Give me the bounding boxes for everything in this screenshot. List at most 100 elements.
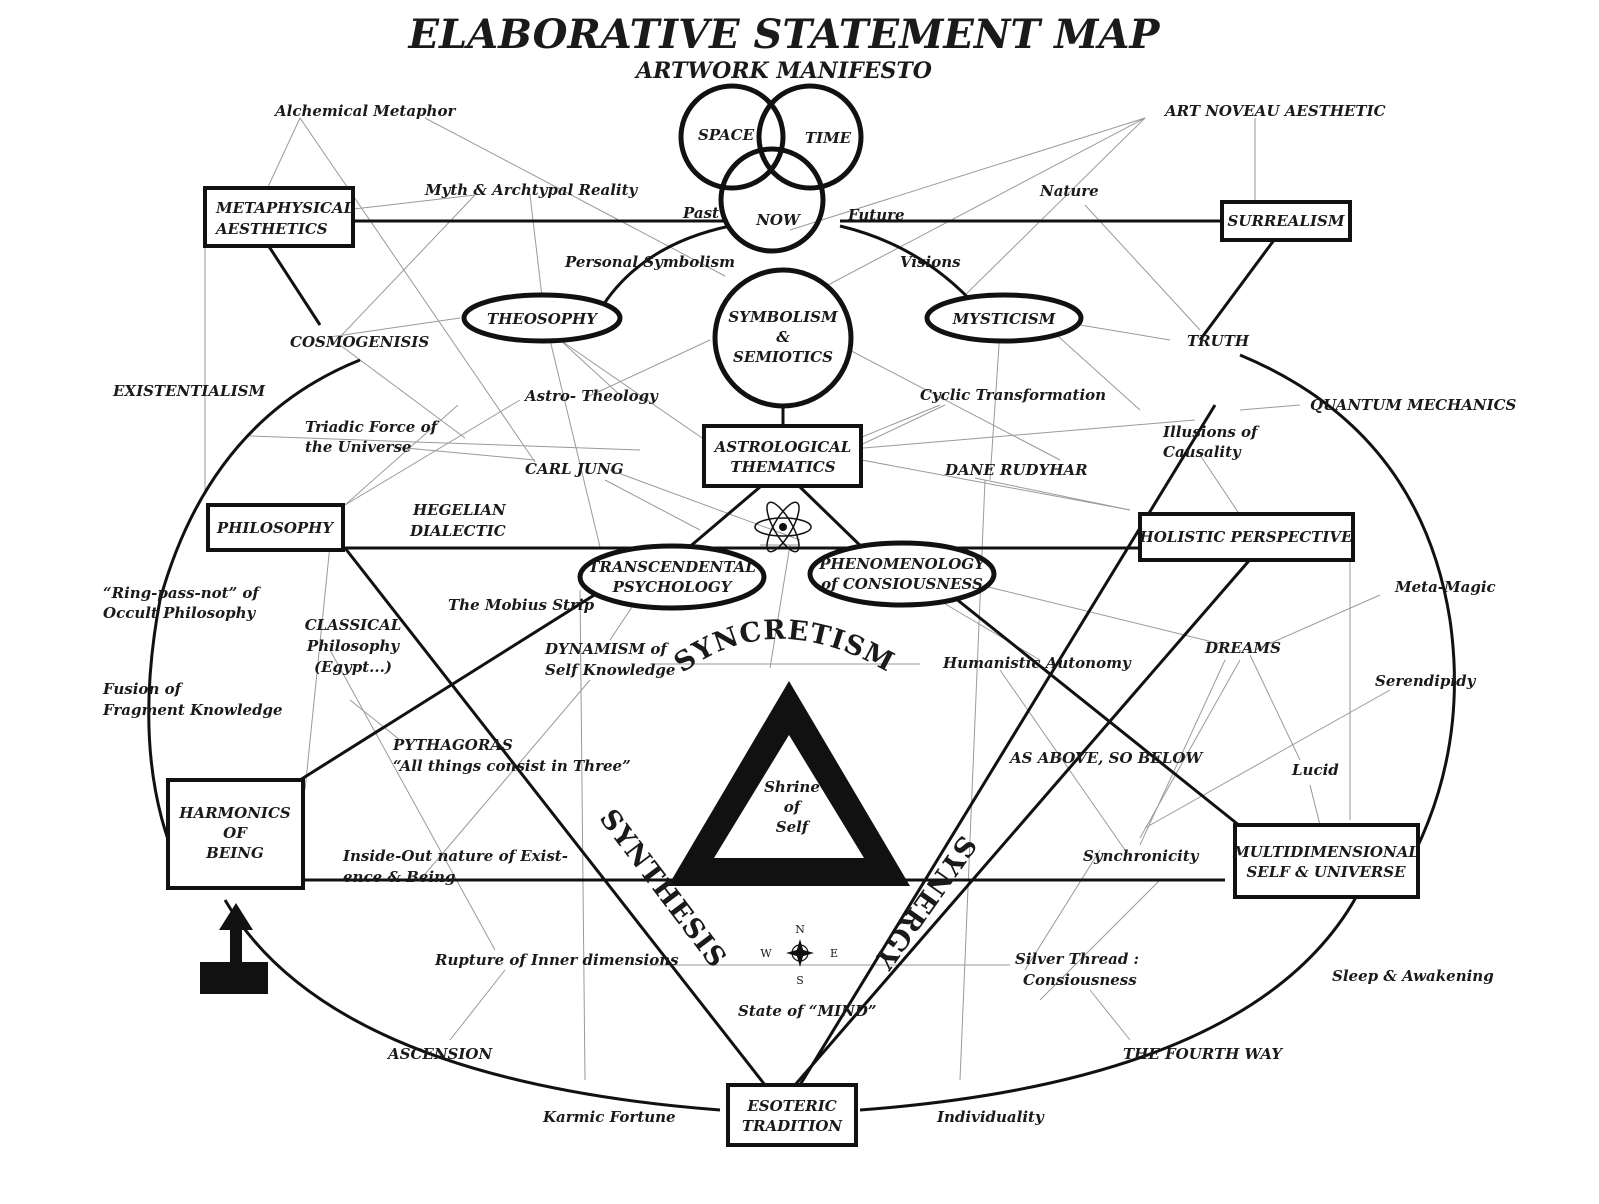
label-humanistic: Humanistic Autonomy xyxy=(942,654,1132,672)
symbolism-line2: & xyxy=(776,328,790,346)
compass-w: W xyxy=(760,947,772,960)
label-past: Past xyxy=(682,204,719,222)
box-harmonics-line2: OF xyxy=(223,824,248,842)
phenomenology-line2: of CONSIOUSNESS xyxy=(821,575,983,593)
box-surrealism: SURREALISM xyxy=(1220,200,1352,242)
theosophy-label: THEOSOPHY xyxy=(487,310,598,328)
time-circle xyxy=(756,83,864,191)
label-classical-line3: (Egypt...) xyxy=(314,658,392,676)
box-esoteric-tradition: ESOTERIC TRADITION xyxy=(726,1083,858,1147)
page-subtitle: ARTWORK MANIFESTO xyxy=(634,58,932,84)
box-surrealism-label: SURREALISM xyxy=(1228,212,1345,230)
box-metaphysical-line2: AESTHETICS xyxy=(214,220,328,238)
syncretism-arc-word: SYNCRETISM xyxy=(669,615,900,679)
box-esoteric-line2: TRADITION xyxy=(742,1117,844,1135)
box-multidimensional-line1: MULTIDIMENSIONAL xyxy=(1232,843,1419,861)
mysticism-label: MYSTICISM xyxy=(952,310,1056,328)
label-as-above: AS ABOVE, SO BELOW xyxy=(1008,749,1204,767)
label-astro-theology: Astro- Theology xyxy=(523,387,659,405)
up-arrow-pedestal-icon xyxy=(200,903,268,994)
box-astrological-thematics: ASTROLOGICAL THEMATICS xyxy=(702,424,863,488)
primary-connections xyxy=(266,219,1282,1086)
label-triadic-line2: the Universe xyxy=(305,438,411,456)
triangle-shrine: Shrine of Self xyxy=(668,681,910,886)
label-alchemical: Alchemical Metaphor xyxy=(273,102,456,120)
connector-lines xyxy=(204,117,1391,1081)
label-illusions-line1: Illusions of xyxy=(1162,423,1260,441)
label-cyclic: Cyclic Transformation xyxy=(920,386,1106,404)
label-lucid: Lucid xyxy=(1291,761,1339,779)
page-title: ELABORATIVE STATEMENT MAP xyxy=(407,11,1161,58)
label-individuality: Individuality xyxy=(936,1108,1045,1126)
symbolism-line3: SEMIOTICS xyxy=(733,348,833,366)
box-multidimensional: MULTIDIMENSIONAL SELF & UNIVERSE xyxy=(1232,823,1420,899)
label-carl-jung: CARL JUNG xyxy=(525,460,624,478)
label-hegelian-line1: HEGELIAN xyxy=(412,501,507,519)
label-silver-thread-line2: Consiousness xyxy=(1023,971,1137,989)
label-illusions-line2: Causality xyxy=(1163,443,1242,461)
box-harmonics-line1: HARMONICS xyxy=(178,804,291,822)
compass-rose-icon: N S E W xyxy=(760,923,838,987)
transcendental-line1: TRANSCENDENTAL xyxy=(588,558,756,576)
ellipse-theosophy: THEOSOPHY xyxy=(461,292,623,344)
label-hegelian-line2: DIALECTIC xyxy=(409,522,506,540)
shrine-line1: Shrine xyxy=(764,778,820,796)
label-quantum: QUANTUM MECHANICS xyxy=(1310,396,1517,414)
box-astrological-line1: ASTROLOGICAL xyxy=(713,438,852,456)
concept-labels: Alchemical Metaphor Myth & Archtypal Rea… xyxy=(102,102,1517,1126)
label-synchronicity: Synchronicity xyxy=(1083,847,1200,865)
label-mobius: The Mobius Strip xyxy=(448,596,595,614)
label-karmic: Karmic Fortune xyxy=(542,1108,676,1126)
compass-e: E xyxy=(830,947,838,960)
venn-time-label: TIME xyxy=(805,129,852,147)
label-personal-symbolism: Personal Symbolism xyxy=(564,253,735,271)
label-cosmogenisis: COSMOGENISIS xyxy=(290,333,429,351)
label-silver-thread-line1: Silver Thread : xyxy=(1015,950,1139,968)
space-time-now-venn: SPACE TIME NOW xyxy=(678,83,864,254)
label-visions: Visions xyxy=(900,253,961,271)
box-philosophy: PHILOSOPHY xyxy=(206,503,345,552)
phenomenology-line1: PHENOMENOLOGY xyxy=(818,555,986,573)
box-multidimensional-line2: SELF & UNIVERSE xyxy=(1246,863,1406,881)
box-astrological-line2: THEMATICS xyxy=(730,458,835,476)
label-classical-line2: Philosophy xyxy=(306,637,400,655)
label-rupture: Rupture of Inner dimensions xyxy=(434,951,679,969)
label-meta-magic: Meta-Magic xyxy=(1394,578,1496,596)
label-pythagoras-line1: PYTHAGORAS xyxy=(392,736,513,754)
compass-s: S xyxy=(796,974,804,987)
label-pythagoras-line2: “All things consist in Three” xyxy=(393,757,631,775)
label-sleep: Sleep & Awakening xyxy=(1332,967,1494,985)
symbolism-line1: SYMBOLISM xyxy=(728,308,838,326)
label-fourth-way: THE FOURTH WAY xyxy=(1123,1045,1283,1063)
label-dreams: DREAMS xyxy=(1204,639,1281,657)
transcendental-line2: PSYCHOLOGY xyxy=(612,578,733,596)
label-dynamism-line2: Self Knowledge xyxy=(545,661,675,679)
outer-orbit xyxy=(147,353,1456,1112)
label-fusion-line1: Fusion of xyxy=(102,680,184,698)
box-harmonics-line3: BEING xyxy=(205,844,264,862)
shrine-line3: Self xyxy=(776,818,811,836)
venn-space-label: SPACE xyxy=(698,126,755,144)
ellipse-mysticism: MYSTICISM xyxy=(924,292,1084,344)
atom-icon xyxy=(754,501,812,553)
box-metaphysical-line1: METAPHYSICAL xyxy=(215,199,354,217)
label-ring-pass-line2: Occult Philosophy xyxy=(103,604,257,622)
label-triadic-line1: Triadic Force of xyxy=(305,418,440,436)
label-ascension: ASCENSION xyxy=(386,1045,493,1063)
label-serendipidy: Serendipidy xyxy=(1375,672,1477,690)
label-inside-out-line1: Inside-Out nature of Exist- xyxy=(342,847,568,865)
space-circle xyxy=(678,83,786,191)
box-metaphysical-aesthetics: METAPHYSICAL AESTHETICS xyxy=(203,186,355,248)
compass-n: N xyxy=(795,923,805,936)
box-holistic-label: HOLISTIC PERSPECTIVE xyxy=(1139,528,1353,546)
ellipse-phenomenology: PHENOMENOLOGY of CONSIOUSNESS xyxy=(807,540,997,608)
label-inside-out-line2: ence & Being xyxy=(343,868,455,886)
circle-symbolism-semiotics: SYMBOLISM & SEMIOTICS xyxy=(712,267,854,409)
label-myth: Myth & Archtypal Reality xyxy=(424,181,639,199)
shrine-line2: of xyxy=(784,798,803,816)
now-circle xyxy=(718,146,826,254)
label-nature: Nature xyxy=(1039,182,1099,200)
label-truth: TRUTH xyxy=(1187,332,1250,350)
